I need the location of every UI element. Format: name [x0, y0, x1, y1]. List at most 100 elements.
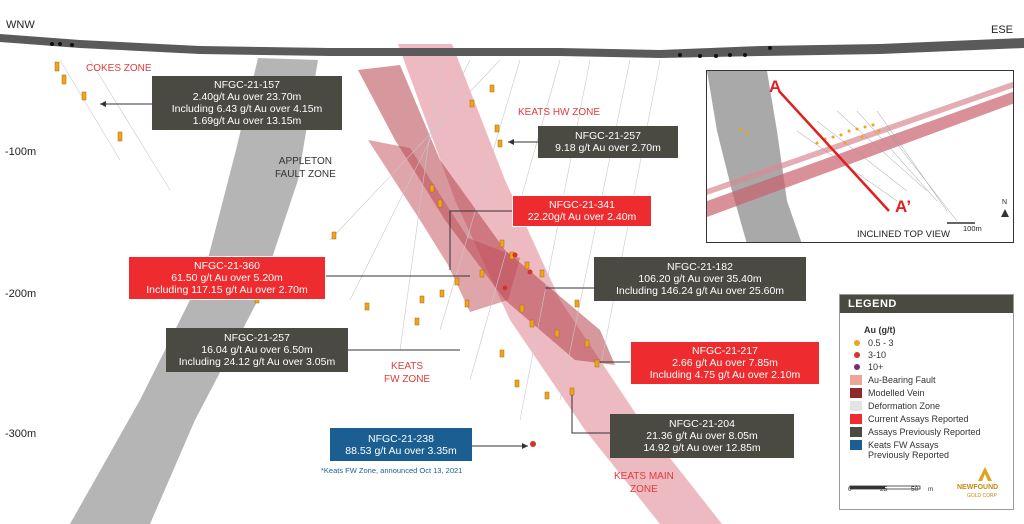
depth-label-300: -300m — [5, 428, 37, 440]
vein-patch-shape — [368, 140, 520, 312]
callout-hole-id: NFGC-21-217 — [692, 345, 758, 357]
legend-au-header: Au (g/t) — [864, 325, 896, 335]
appleton-label-line: FAULT ZONE — [275, 169, 336, 180]
inset-top-view: A A’ INCLINED TOP VIEW 100m N — [706, 70, 1014, 243]
callout-hole-id: NFGC-21-157 — [214, 79, 280, 91]
keats-main-label-line: KEATS MAIN — [614, 471, 674, 482]
legend-item-label: Modelled Vein — [868, 388, 925, 398]
callout-line: 9.18 g/t Au over 2.70m — [555, 142, 661, 154]
appleton-fault-zone-label: APPLETON FAULT ZONE — [275, 155, 336, 181]
scale-tick-25: 25 — [880, 486, 888, 493]
direction-left: WNW — [6, 19, 35, 31]
callout-line: Including 117.15 g/t Au over 2.70m — [146, 284, 308, 296]
au-bearing-fault-swatch — [850, 375, 862, 385]
keats-fw-label-line: FW ZONE — [384, 374, 431, 385]
drill-collars — [50, 42, 772, 58]
callout-nfgc-21-360: NFGC-21-360 61.50 g/t Au over 5.20m Incl… — [128, 256, 326, 300]
callout-line: 14.92 g/t Au over 12.85m — [643, 442, 761, 454]
inset-label-a: A — [769, 77, 782, 96]
legend-item-row: Assays Previously Reported — [850, 427, 981, 437]
legend-item-label: Deformation Zone — [868, 401, 941, 411]
inset-caption: INCLINED TOP VIEW — [857, 229, 950, 240]
scale-tick-50: 50 — [911, 486, 919, 493]
legend-item-label: Assays Previously Reported — [868, 427, 981, 437]
keats-main-label-line: ZONE — [630, 484, 658, 495]
inset-label-a-prime: A’ — [895, 197, 912, 216]
logo-sub: GOLD CORP — [967, 493, 998, 499]
legend-item-label: Keats FW Assays Previously Reported — [868, 440, 950, 460]
au-intercepts — [54, 61, 600, 400]
callout-line: 88.53 g/t Au over 3.35m — [345, 444, 457, 457]
callout-hole-id: NFGC-21-257 — [224, 332, 290, 344]
appleton-label-line: APPLETON — [278, 156, 332, 167]
deformation-zone-swatch — [850, 401, 862, 411]
modelled-vein-shape — [358, 65, 615, 365]
leader-arrowheads — [100, 101, 528, 449]
grade-dot-icon — [854, 352, 860, 358]
depth-label-200: -200m — [5, 288, 37, 300]
callout-nfgc-21-341: NFGC-21-341 22.20g/t Au over 2.40m — [512, 195, 652, 227]
legend-item-label: Au-Bearing Fault — [868, 375, 936, 385]
keats-fw-zone-label: KEATS FW ZONE — [384, 360, 430, 386]
grade-dot-icon — [854, 340, 860, 346]
legend-panel: LEGEND Au (g/t) 0.5 - 3 3-10 10+ Au-Bear… — [839, 294, 1014, 510]
logo-name: NEWFOUND — [957, 484, 999, 491]
scale-tick-0: 0 — [848, 486, 852, 493]
inset-scale-label: 100m — [963, 224, 982, 233]
scale-unit: m — [928, 486, 934, 493]
legend-grade-row: 0.5 - 3 — [850, 338, 894, 348]
topography-line — [0, 34, 1024, 58]
inset-fault-shape — [707, 71, 802, 242]
high-grade-intercepts — [502, 252, 536, 447]
callout-hole-id: NFGC-21-238 — [368, 432, 434, 445]
north-arrow-icon — [1001, 209, 1009, 217]
callout-line: 2.66 g/t Au over 7.85m — [672, 357, 778, 369]
keats-fw-label-line: KEATS — [391, 361, 424, 372]
callout-nfgc-21-182: NFGC-21-182 106.20 g/t Au over 35.40m In… — [594, 257, 806, 301]
callout-line: Including 146.24 g/t Au over 25.60m — [615, 285, 785, 297]
callout-nfgc-21-257-hw: NFGC-21-257 9.18 g/t Au over 2.70m — [538, 126, 678, 158]
legend-item-row: Deformation Zone — [850, 401, 940, 411]
callout-nfgc-21-157: NFGC-21-157 2.40g/t Au over 23.70m Inclu… — [152, 76, 342, 130]
north-label: N — [1002, 199, 1008, 206]
legend-grade-label: 10+ — [868, 362, 884, 372]
cokes-zone-label: COKES ZONE — [86, 63, 152, 74]
callout-hole-id: NFGC-21-257 — [575, 130, 641, 142]
legend-item-row: Keats FW Assays Previously Reported — [850, 440, 980, 460]
legend-grade-label: 3-10 — [868, 350, 887, 360]
grade-dot-icon — [854, 364, 860, 370]
depth-label-100: -100m — [5, 146, 37, 158]
drill-traces — [59, 59, 661, 421]
callout-hole-id: NFGC-21-204 — [669, 418, 735, 430]
keats-hw-zone-label: KEATS HW ZONE — [518, 107, 601, 118]
callout-line: 61.50 g/t Au over 5.20m — [171, 272, 283, 284]
appleton-fault-zone-shape — [70, 58, 318, 524]
previous-assays-swatch — [850, 427, 862, 437]
footnote: *Keats FW Zone, announced Oct 13, 2021 — [321, 466, 463, 475]
callout-line: 106.20 g/t Au over 35.40m — [638, 273, 762, 285]
legend-grade-row: 10+ — [850, 362, 883, 372]
callout-nfgc-21-238: NFGC-21-238 88.53 g/t Au over 3.35m — [330, 428, 472, 461]
callout-line: Including 4.75 g/t Au over 2.10m — [649, 369, 801, 381]
legend-grade-label: 0.5 - 3 — [868, 338, 894, 348]
callout-hole-id: NFGC-21-182 — [667, 261, 733, 273]
direction-right: ESE — [991, 24, 1014, 36]
leader-lines — [100, 103, 630, 447]
callout-line: 1.69g/t Au over 13.15m — [192, 115, 302, 127]
callout-line: 21.36 g/t Au over 8.05m — [646, 430, 758, 442]
callout-nfgc-21-257-fw: NFGC-21-257 16.04 g/t Au over 6.50m Incl… — [166, 328, 348, 372]
callout-line: 16.04 g/t Au over 6.50m — [201, 344, 313, 356]
modelled-vein-swatch — [850, 388, 862, 398]
keats-main-zone-label: KEATS MAIN ZONE — [614, 470, 674, 496]
inset-graphic — [707, 71, 1013, 242]
callout-hole-id: NFGC-21-360 — [194, 260, 260, 272]
legend-item-label: Current Assays Reported — [868, 414, 969, 424]
callout-line: Including 6.43 g/t Au over 4.15m — [171, 103, 323, 115]
legend-grade-row: 3-10 — [850, 350, 886, 360]
inset-vein-shape-2 — [707, 81, 1013, 195]
callout-line: 2.40g/t Au over 23.70m — [192, 91, 302, 103]
callout-nfgc-21-217: NFGC-21-217 2.66 g/t Au over 7.85m Inclu… — [630, 341, 820, 385]
legend-item-row: Modelled Vein — [850, 388, 925, 398]
legend-title: LEGEND — [840, 295, 1013, 313]
